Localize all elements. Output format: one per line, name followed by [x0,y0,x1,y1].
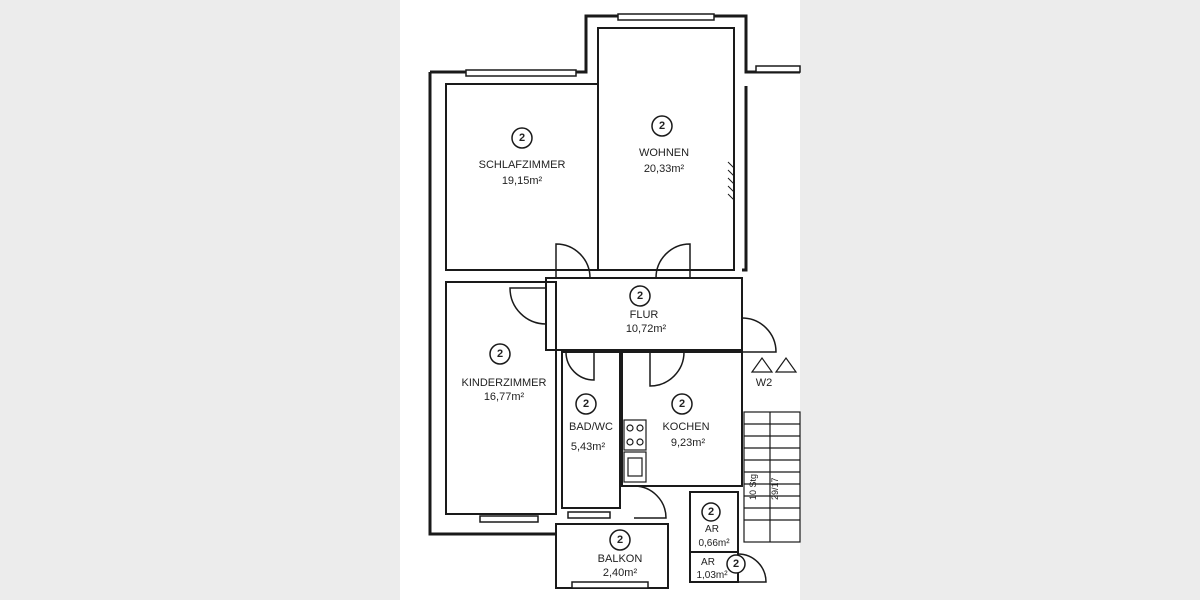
stove-burner [626,438,634,446]
wall-bad [561,351,621,509]
room-ar-1: 2 AR 0,66m² [698,502,730,549]
room-area: 1,03m² [696,570,728,581]
window-kinderzimmer [479,515,539,523]
door-entrance [741,317,777,353]
stair-frame [743,411,801,543]
door-wohnen [655,243,691,279]
kitchen-fixtures [623,419,647,483]
room-area: 16,77m² [484,391,525,403]
stove-burner [636,438,644,446]
room-badge-number: 2 [497,348,503,360]
room-kinderzimmer: 2 KINDERZIMMER 16,77m² [462,343,547,403]
stair-label-steps: 10 Stg [748,474,758,500]
room-badge [671,393,693,415]
room-kochen: 2 KOCHEN 9,23m² [662,393,710,449]
room-area: 0,66m² [698,538,730,549]
door-balkon [633,485,667,519]
room-badge-number: 2 [637,290,643,302]
left-margin-panel [0,0,400,600]
room-name: WOHNEN [639,147,689,159]
room-badge [651,115,673,137]
window-bad [567,511,611,519]
room-badge [726,554,746,574]
room-name: AR [705,524,719,535]
room-badge-number: 2 [679,398,685,410]
room-name: FLUR [630,309,659,321]
unit-label: W2 [756,377,773,389]
wall-flur [545,277,743,351]
stove-burner [626,424,634,432]
unit-marker-arrow [750,356,774,373]
wall-kochen [621,351,743,487]
plan-paper [400,0,800,600]
room-badge-number: 2 [617,534,623,546]
door-bad [565,351,595,381]
door-kinderzimmer [509,287,547,325]
room-area: 9,23m² [671,437,706,449]
wall-wohnen [597,27,735,271]
right-margin-panel [800,0,1200,600]
room-badge-number: 2 [659,120,665,132]
room-balkon: 2 BALKON 2,40m² [598,529,643,579]
room-flur: 2 FLUR 10,72m² [626,285,667,335]
doors [509,243,777,583]
window-balkon [571,581,649,589]
room-badge [489,343,511,365]
room-name: KINDERZIMMER [462,377,547,389]
windows [465,13,801,589]
room-badge [701,502,721,522]
room-name: AR [701,557,715,568]
room-name: BAD/WC [569,421,613,433]
window-right-top [755,65,801,73]
room-bad: 2 BAD/WC 5,43m² [569,393,613,453]
room-badge-number: 2 [583,398,589,410]
stove [623,419,647,451]
door-schlafzimmer [555,243,591,279]
wall-hatch [727,161,735,201]
stair-label-ratio: 29/17 [770,477,780,500]
room-name: BALKON [598,553,643,565]
door-kochen [649,351,685,387]
room-area: 20,33m² [644,163,685,175]
outer-wall-right [742,86,748,272]
room-badge [629,285,651,307]
room-name: SCHLAFZIMMER [479,159,566,171]
room-badge [511,127,533,149]
room-badge [609,529,631,551]
wall-kinderzimmer [445,281,557,515]
stove-burner [636,424,644,432]
room-badge-number: 2 [519,132,525,144]
stairwell [743,356,801,543]
room-badge [575,393,597,415]
door-ar2 [737,553,767,583]
room-badge-number: 2 [708,506,714,518]
room-wohnen: 2 WOHNEN 20,33m² [639,115,689,175]
room-area: 19,15m² [502,175,543,187]
room-schlafzimmer: 2 SCHLAFZIMMER 19,15m² [479,127,566,187]
room-badge-number: 2 [733,558,739,570]
room-area: 10,72m² [626,323,667,335]
unit-marker-arrow [774,356,798,373]
room-ar-2: 2 AR 1,03m² [696,554,746,581]
window-wohnen [617,13,715,21]
window-schlafzimmer [465,69,577,77]
room-name: KOCHEN [662,421,709,433]
room-area: 5,43m² [571,441,606,453]
room-area: 2,40m² [603,567,638,579]
sink-basin [627,457,643,477]
